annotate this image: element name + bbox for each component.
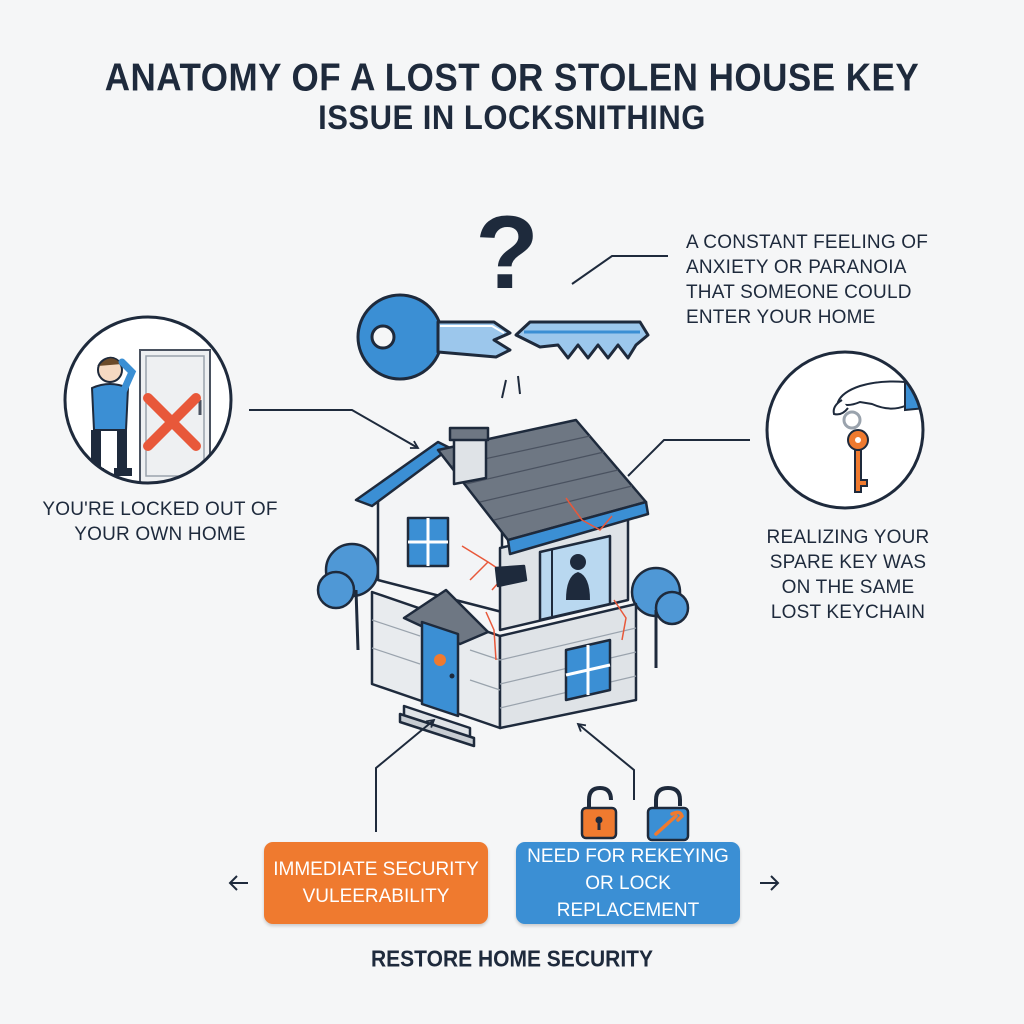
spare-key-callout: REALIZING YOUR SPARE KEY WAS ON THE SAME… bbox=[750, 525, 946, 625]
question-mark-icon: ? bbox=[475, 195, 539, 311]
locked-out-callout: YOU'RE LOCKED OUT OF YOUR OWN HOME bbox=[40, 497, 280, 547]
locked-out-line: YOUR OWN HOME bbox=[74, 524, 246, 545]
security-box-line: VULEERABILITY bbox=[302, 886, 450, 907]
footer-caption: RESTORE HOME SECURITY bbox=[371, 947, 653, 972]
spare-key-connector bbox=[627, 439, 750, 477]
anxiety-connector bbox=[571, 255, 668, 285]
rekeying-box: NEED FOR REKEYING OR LOCK REPLACEMENT bbox=[516, 842, 740, 924]
locked-out-person-icon bbox=[63, 315, 233, 485]
security-connector bbox=[375, 718, 436, 832]
rekeying-box-line: OR LOCK REPLACEMENT bbox=[556, 872, 700, 921]
right-tree bbox=[630, 566, 690, 668]
rekeying-box-line: NEED FOR REKEYING bbox=[527, 845, 729, 867]
red-x-icon bbox=[143, 393, 201, 451]
broken-key-icon bbox=[356, 293, 650, 399]
page-subtitle: ISSUE IN LOCKSNITHING bbox=[318, 97, 706, 138]
spare-key-line: REALIZING YOUR bbox=[766, 527, 930, 548]
anxiety-line: ANXIETY OR PARANOIA bbox=[686, 257, 907, 278]
padlock-wrench-icon bbox=[646, 785, 690, 842]
spare-key-line: ON THE SAME bbox=[781, 577, 915, 598]
anxiety-callout: A CONSTANT FEELING OF ANXIETY OR PARANOI… bbox=[686, 230, 928, 330]
anxiety-line: THAT SOMEONE COULD bbox=[686, 282, 912, 303]
anxiety-line: ENTER YOUR HOME bbox=[686, 307, 876, 328]
spare-key-line: SPARE KEY WAS bbox=[769, 552, 927, 573]
house-illustration bbox=[316, 418, 690, 748]
security-vulnerability-box: IMMEDIATE SECURITY VULEERABILITY bbox=[264, 842, 488, 924]
left-tree bbox=[316, 542, 380, 651]
page-title: ANATOMY OF A LOST OR STOLEN HOUSE KEY bbox=[104, 55, 920, 100]
locked-out-connector bbox=[249, 409, 420, 449]
arrow-right-icon bbox=[760, 875, 780, 891]
locked-out-line: YOU'RE LOCKED OUT OF bbox=[42, 499, 278, 520]
anxiety-line: A CONSTANT FEELING OF bbox=[686, 232, 929, 253]
spare-key-line: LOST KEYCHAIN bbox=[770, 602, 926, 623]
security-box-line: IMMEDIATE SECURITY bbox=[273, 859, 479, 880]
rekeying-connector bbox=[576, 722, 635, 800]
arrow-left-icon bbox=[228, 875, 248, 891]
padlock-open-icon bbox=[580, 785, 618, 840]
hand-holding-keys-icon bbox=[765, 350, 925, 510]
